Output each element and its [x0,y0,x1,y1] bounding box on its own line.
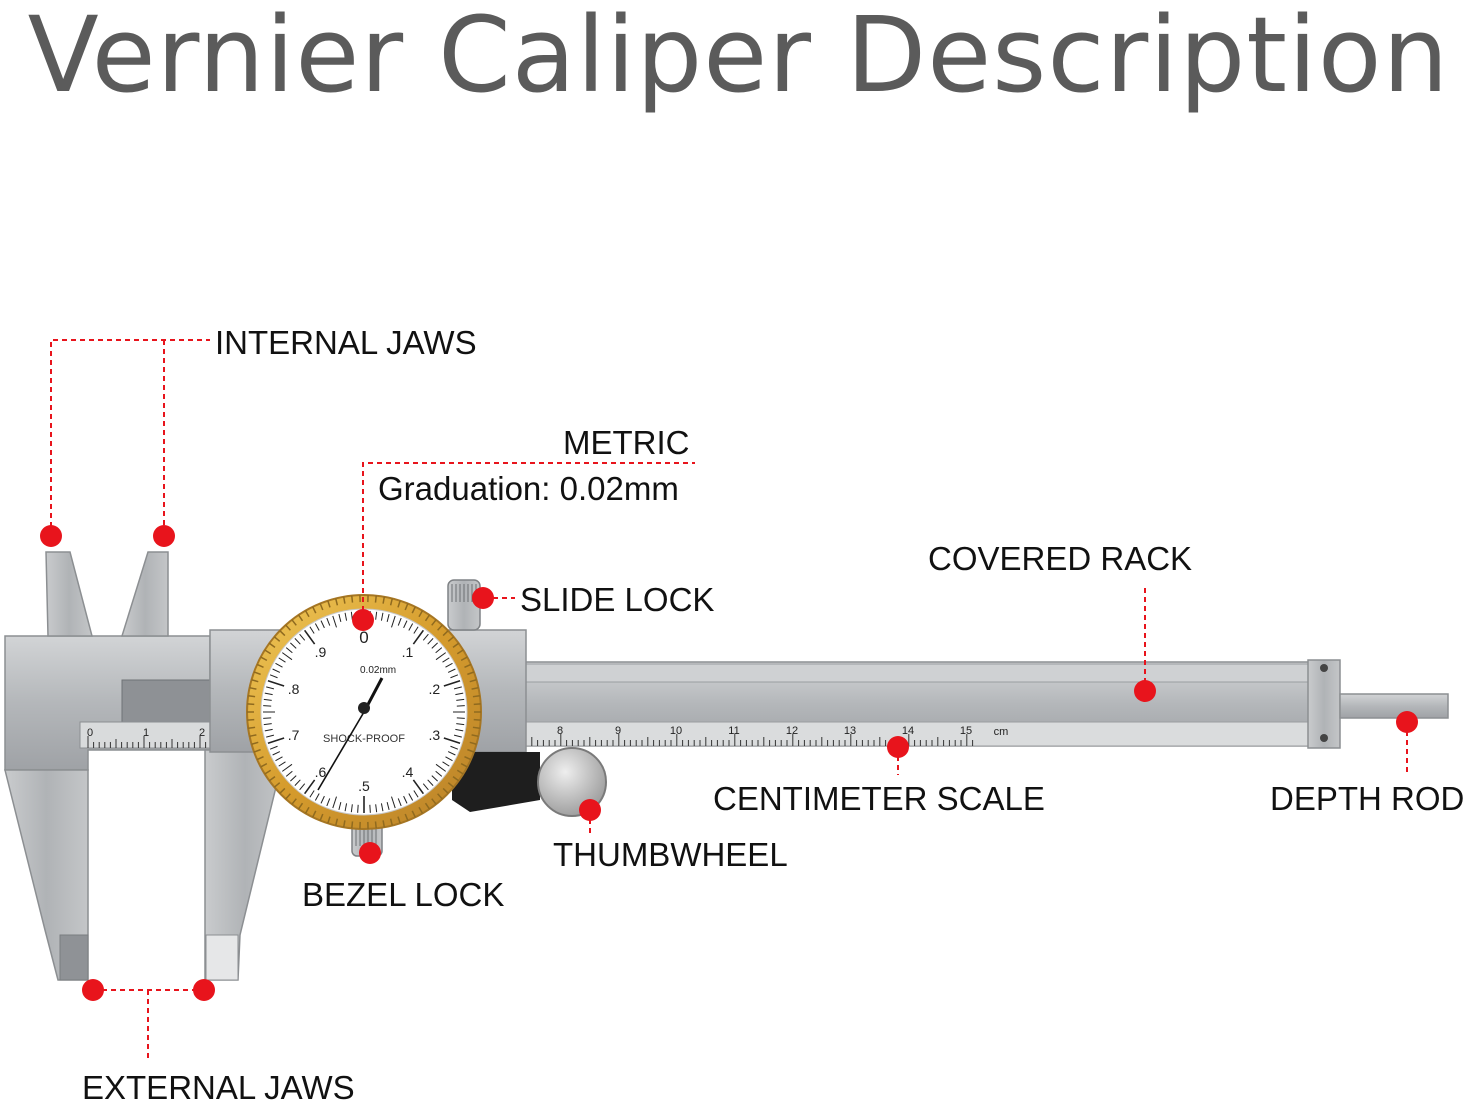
label-graduation: Graduation: 0.02mm [378,472,679,505]
scale-number: 1 [143,727,149,739]
label-thumbwheel: THUMBWHEEL [553,838,788,871]
label-depth-rod: DEPTH ROD [1270,782,1464,815]
scale-number: 13 [844,725,856,737]
dial-number: .5 [358,778,370,794]
dial-number: .3 [429,727,441,743]
marker-covered-rack [1134,680,1156,702]
marker-bezel-lock [359,842,381,864]
marker-depth-rod [1396,711,1418,733]
dial-number: .7 [288,727,300,743]
label-bezel-lock: BEZEL LOCK [302,878,504,911]
dial-number: .8 [288,681,300,697]
dial-brand: SHOCK-PROOF [323,733,405,745]
scale-number: 0 [87,727,93,739]
label-external-jaws: EXTERNAL JAWS [82,1071,355,1104]
marker-thumbwheel [579,799,601,821]
scale-number: 15 [960,725,972,737]
scale-number: 9 [615,725,621,737]
marker-external-jaw-right [193,979,215,1001]
dial-number: .1 [402,644,414,660]
scale-number: 12 [786,725,798,737]
leader-internal-jaws [51,340,210,536]
scale-unit: cm [994,726,1009,738]
label-slide-lock: SLIDE LOCK [520,583,714,616]
dial-number: .4 [402,764,414,780]
dial-number: .2 [429,681,441,697]
internal-jaw-fixed [46,552,92,636]
scale-number: 11 [728,725,739,737]
marker-centimeter-scale [887,736,909,758]
depth-rod-shape [1340,694,1448,718]
external-jaw-tip [206,935,238,980]
scale-number: 10 [670,725,682,737]
label-covered-rack: COVERED RACK [928,542,1192,575]
dial-graduation-mark: 0.02mm [360,665,396,676]
dial-number: .9 [315,644,327,660]
label-metric: METRIC [563,426,690,459]
marker-internal-jaw-left [40,525,62,547]
label-centimeter-scale: CENTIMETER SCALE [713,782,1045,815]
scale-number: 2 [199,727,205,739]
scale-number: 14 [902,725,914,737]
marker-internal-jaw-right [153,525,175,547]
marker-external-jaw-left [82,979,104,1001]
scale-number: 8 [557,725,563,737]
covered-rack-strip [520,664,1310,682]
marker-dial [352,609,374,631]
internal-jaw-sliding [122,552,168,636]
marker-slide-lock [472,587,494,609]
label-internal-jaws: INTERNAL JAWS [215,326,477,359]
